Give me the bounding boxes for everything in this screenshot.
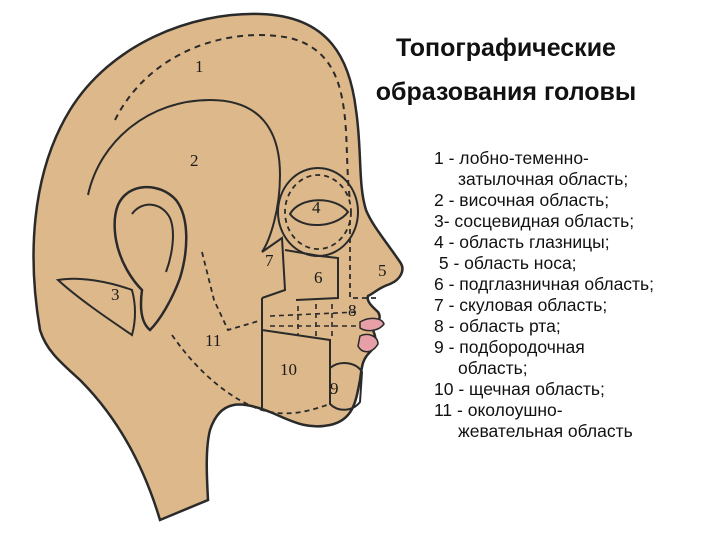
legend-item-1-continuation: затылочная область; (458, 169, 629, 189)
legend-item-1: 1 - лобно-теменно- затылочная область; (434, 148, 654, 190)
head-silhouette (32, 12, 404, 522)
label-1: 1 (195, 57, 204, 76)
label-8: 8 (348, 301, 357, 320)
label-5: 5 (378, 261, 387, 280)
jaw-line (171, 334, 331, 415)
legend-item-11-text: 11 - околоушно- (434, 400, 563, 420)
ear (113, 185, 188, 332)
legend-item-6-text: 6 - подглазничная область; (434, 274, 655, 294)
region-6-boundary (284, 249, 339, 301)
legend-item-11: 11 - околоушно- жевательная область (434, 400, 654, 442)
page-title: Топографические образования головы (336, 26, 676, 114)
label-11: 11 (205, 331, 221, 350)
legend-item-10-text: 10 - щечная область; (434, 379, 605, 399)
legend-item-9-text: 9 - подбородочная (434, 337, 585, 357)
legend-item-6: 6 - подглазничная область; (434, 274, 654, 295)
label-9: 9 (330, 379, 339, 398)
label-4: 4 (312, 198, 321, 217)
title-line-2: образования головы (375, 78, 637, 106)
legend-item-4: 4 - область глазницы; (434, 232, 654, 253)
legend-item-10: 10 - щечная область; (434, 379, 654, 400)
legend-item-11-continuation: жевательная область (458, 421, 633, 441)
lower-lip (357, 333, 379, 353)
eye (288, 199, 350, 227)
legend-item-2-text: 2 - височная область; (434, 190, 610, 210)
legend-item-3: 3- сосцевидная область; (434, 211, 654, 232)
region-3-boundary (55, 277, 136, 337)
label-2: 2 (190, 151, 199, 170)
legend-item-9-continuation: область; (458, 358, 528, 378)
legend-item-8-text: 8 - область рта; (434, 316, 561, 336)
legend-item-1-text: 1 - лобно-теменно- (434, 148, 589, 168)
title-line-1: Топографические (396, 34, 616, 62)
label-3: 3 (111, 285, 120, 304)
orbit-dashed (284, 174, 352, 250)
legend-item-9: 9 - подбородочная область; (434, 337, 654, 379)
label-10: 10 (280, 360, 297, 379)
legend-item-7-text: 7 - скуловая область; (434, 295, 608, 315)
region-2-boundary (87, 98, 282, 253)
legend-item-5-text: 5 - область носа; (434, 253, 577, 273)
legend-item-8: 8 - область рта; (434, 316, 654, 337)
upper-lip (359, 317, 385, 332)
region-1-boundary (114, 34, 351, 201)
region-7-boundary (261, 236, 287, 299)
label-6: 6 (314, 268, 323, 287)
legend-item-2: 2 - височная область; (434, 190, 654, 211)
region-9-boundary (329, 362, 364, 411)
legend: 1 - лобно-теменно- затылочная область; 2… (434, 148, 654, 442)
legend-item-7: 7 - скуловая область; (434, 295, 654, 316)
legend-item-3-text: 3- сосцевидная область; (434, 211, 635, 231)
region-11-boundary (201, 251, 263, 332)
legend-item-4-text: 4 - область глазницы; (434, 232, 610, 252)
legend-item-5: 5 - область носа; (434, 253, 654, 274)
ear-inner (131, 203, 174, 273)
label-7: 7 (265, 251, 274, 270)
